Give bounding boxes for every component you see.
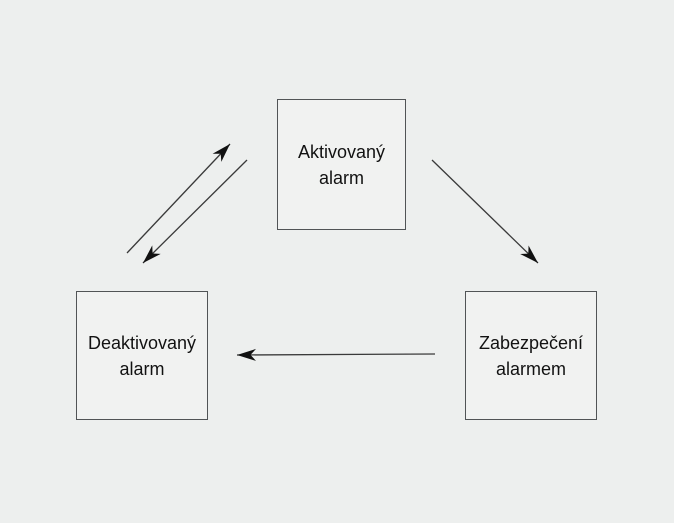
edge-activated-to-secured — [431, 159, 539, 264]
edge-deactivated-to-activated — [126, 143, 231, 254]
node-secured-by-alarm-label: Zabezpečení alarmem — [478, 332, 584, 379]
node-secured-by-alarm: Zabezpečení alarmem — [465, 291, 597, 420]
node-deactivated-alarm-label: Deaktivovaný alarm — [87, 332, 197, 379]
edge-secured-to-deactivated — [236, 348, 436, 361]
node-activated-alarm-label: Aktivovaný alarm — [297, 141, 386, 188]
node-activated-alarm: Aktivovaný alarm — [277, 99, 406, 230]
node-deactivated-alarm: Deaktivovaný alarm — [76, 291, 208, 420]
edge-activated-to-deactivated — [142, 159, 248, 264]
